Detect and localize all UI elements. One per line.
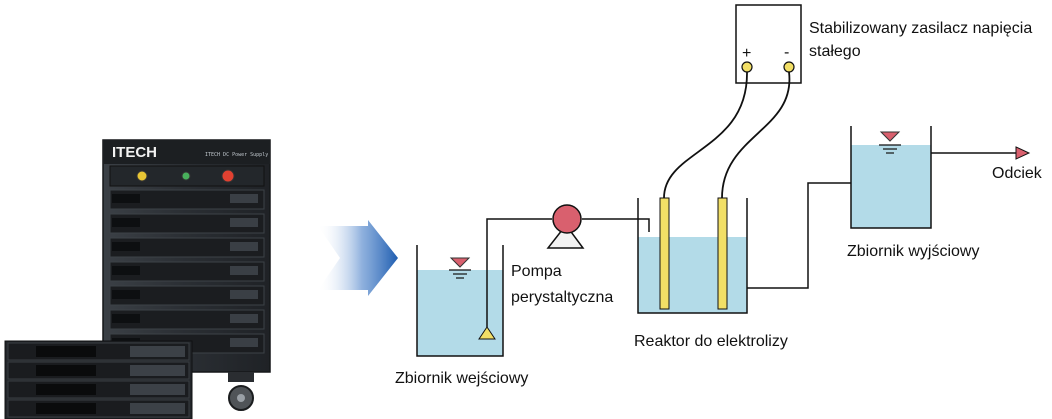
suction-filter-icon xyxy=(478,326,496,340)
pump-label-line2: perystaltyczna xyxy=(511,289,613,306)
rack-caster-base xyxy=(228,372,254,382)
outflow-label: Odciek xyxy=(992,165,1043,182)
wire-negative xyxy=(721,71,791,199)
power-supply-label-line1: Stabilizowany zasilacz napięcia xyxy=(809,20,1032,37)
stacked-power-units xyxy=(4,340,193,419)
power-supply-label-line2: stałego xyxy=(809,43,861,60)
output-tank-walls xyxy=(850,126,932,229)
tubing xyxy=(486,152,1016,327)
tube-pump-to-reactor xyxy=(582,218,650,232)
negative-terminal-sign: - xyxy=(784,44,789,61)
rack-emergency-stop-icon xyxy=(221,169,235,183)
pump-label-line1: Pompa xyxy=(511,263,562,280)
output-tank-water xyxy=(851,145,931,228)
positive-terminal-icon xyxy=(741,61,753,73)
positive-terminal-sign: + xyxy=(742,45,751,62)
negative-terminal-icon xyxy=(783,61,795,73)
anode-electrode xyxy=(659,197,670,310)
rack-model-text: ITECH DC Power Supply xyxy=(205,152,268,158)
input-tank-level-icon xyxy=(449,257,471,268)
flow-arrow-icon xyxy=(318,220,398,296)
reactor-electrolyte xyxy=(638,237,747,313)
power-supply-rack-illustration: ITECH ITECH DC Power Supply xyxy=(4,139,271,419)
pump-base xyxy=(546,223,585,249)
peristaltic-pump xyxy=(546,204,585,249)
wire-positive xyxy=(663,71,748,199)
input-tank-label: Zbiornik wejściowy xyxy=(395,370,528,387)
reactor-label: Reaktor do elektrolizy xyxy=(634,333,788,350)
rack-header xyxy=(103,140,270,164)
input-tank xyxy=(416,245,504,357)
outflow-arrow-icon xyxy=(1015,146,1031,160)
rack-instrument-slots xyxy=(109,189,265,354)
rack-brand-logo: ITECH xyxy=(112,144,157,161)
electrode-wires xyxy=(663,71,791,199)
input-tank-walls xyxy=(416,245,504,357)
output-tank xyxy=(850,126,932,229)
output-tank-level-icon xyxy=(879,131,901,142)
output-tank-label: Zbiornik wyjściowy xyxy=(847,243,979,260)
dc-power-supply: + - xyxy=(735,4,802,84)
input-tank-water xyxy=(417,270,503,356)
reactor-walls xyxy=(637,198,748,314)
tube-reactor-to-output xyxy=(747,182,851,289)
electrolysis-reactor xyxy=(637,197,748,314)
pump-rotor-icon xyxy=(552,204,582,234)
tube-input-to-pump xyxy=(486,218,552,327)
rack-green-indicator-icon xyxy=(181,171,191,181)
rack-yellow-indicator-icon xyxy=(136,170,148,182)
cathode-electrode xyxy=(717,197,728,310)
